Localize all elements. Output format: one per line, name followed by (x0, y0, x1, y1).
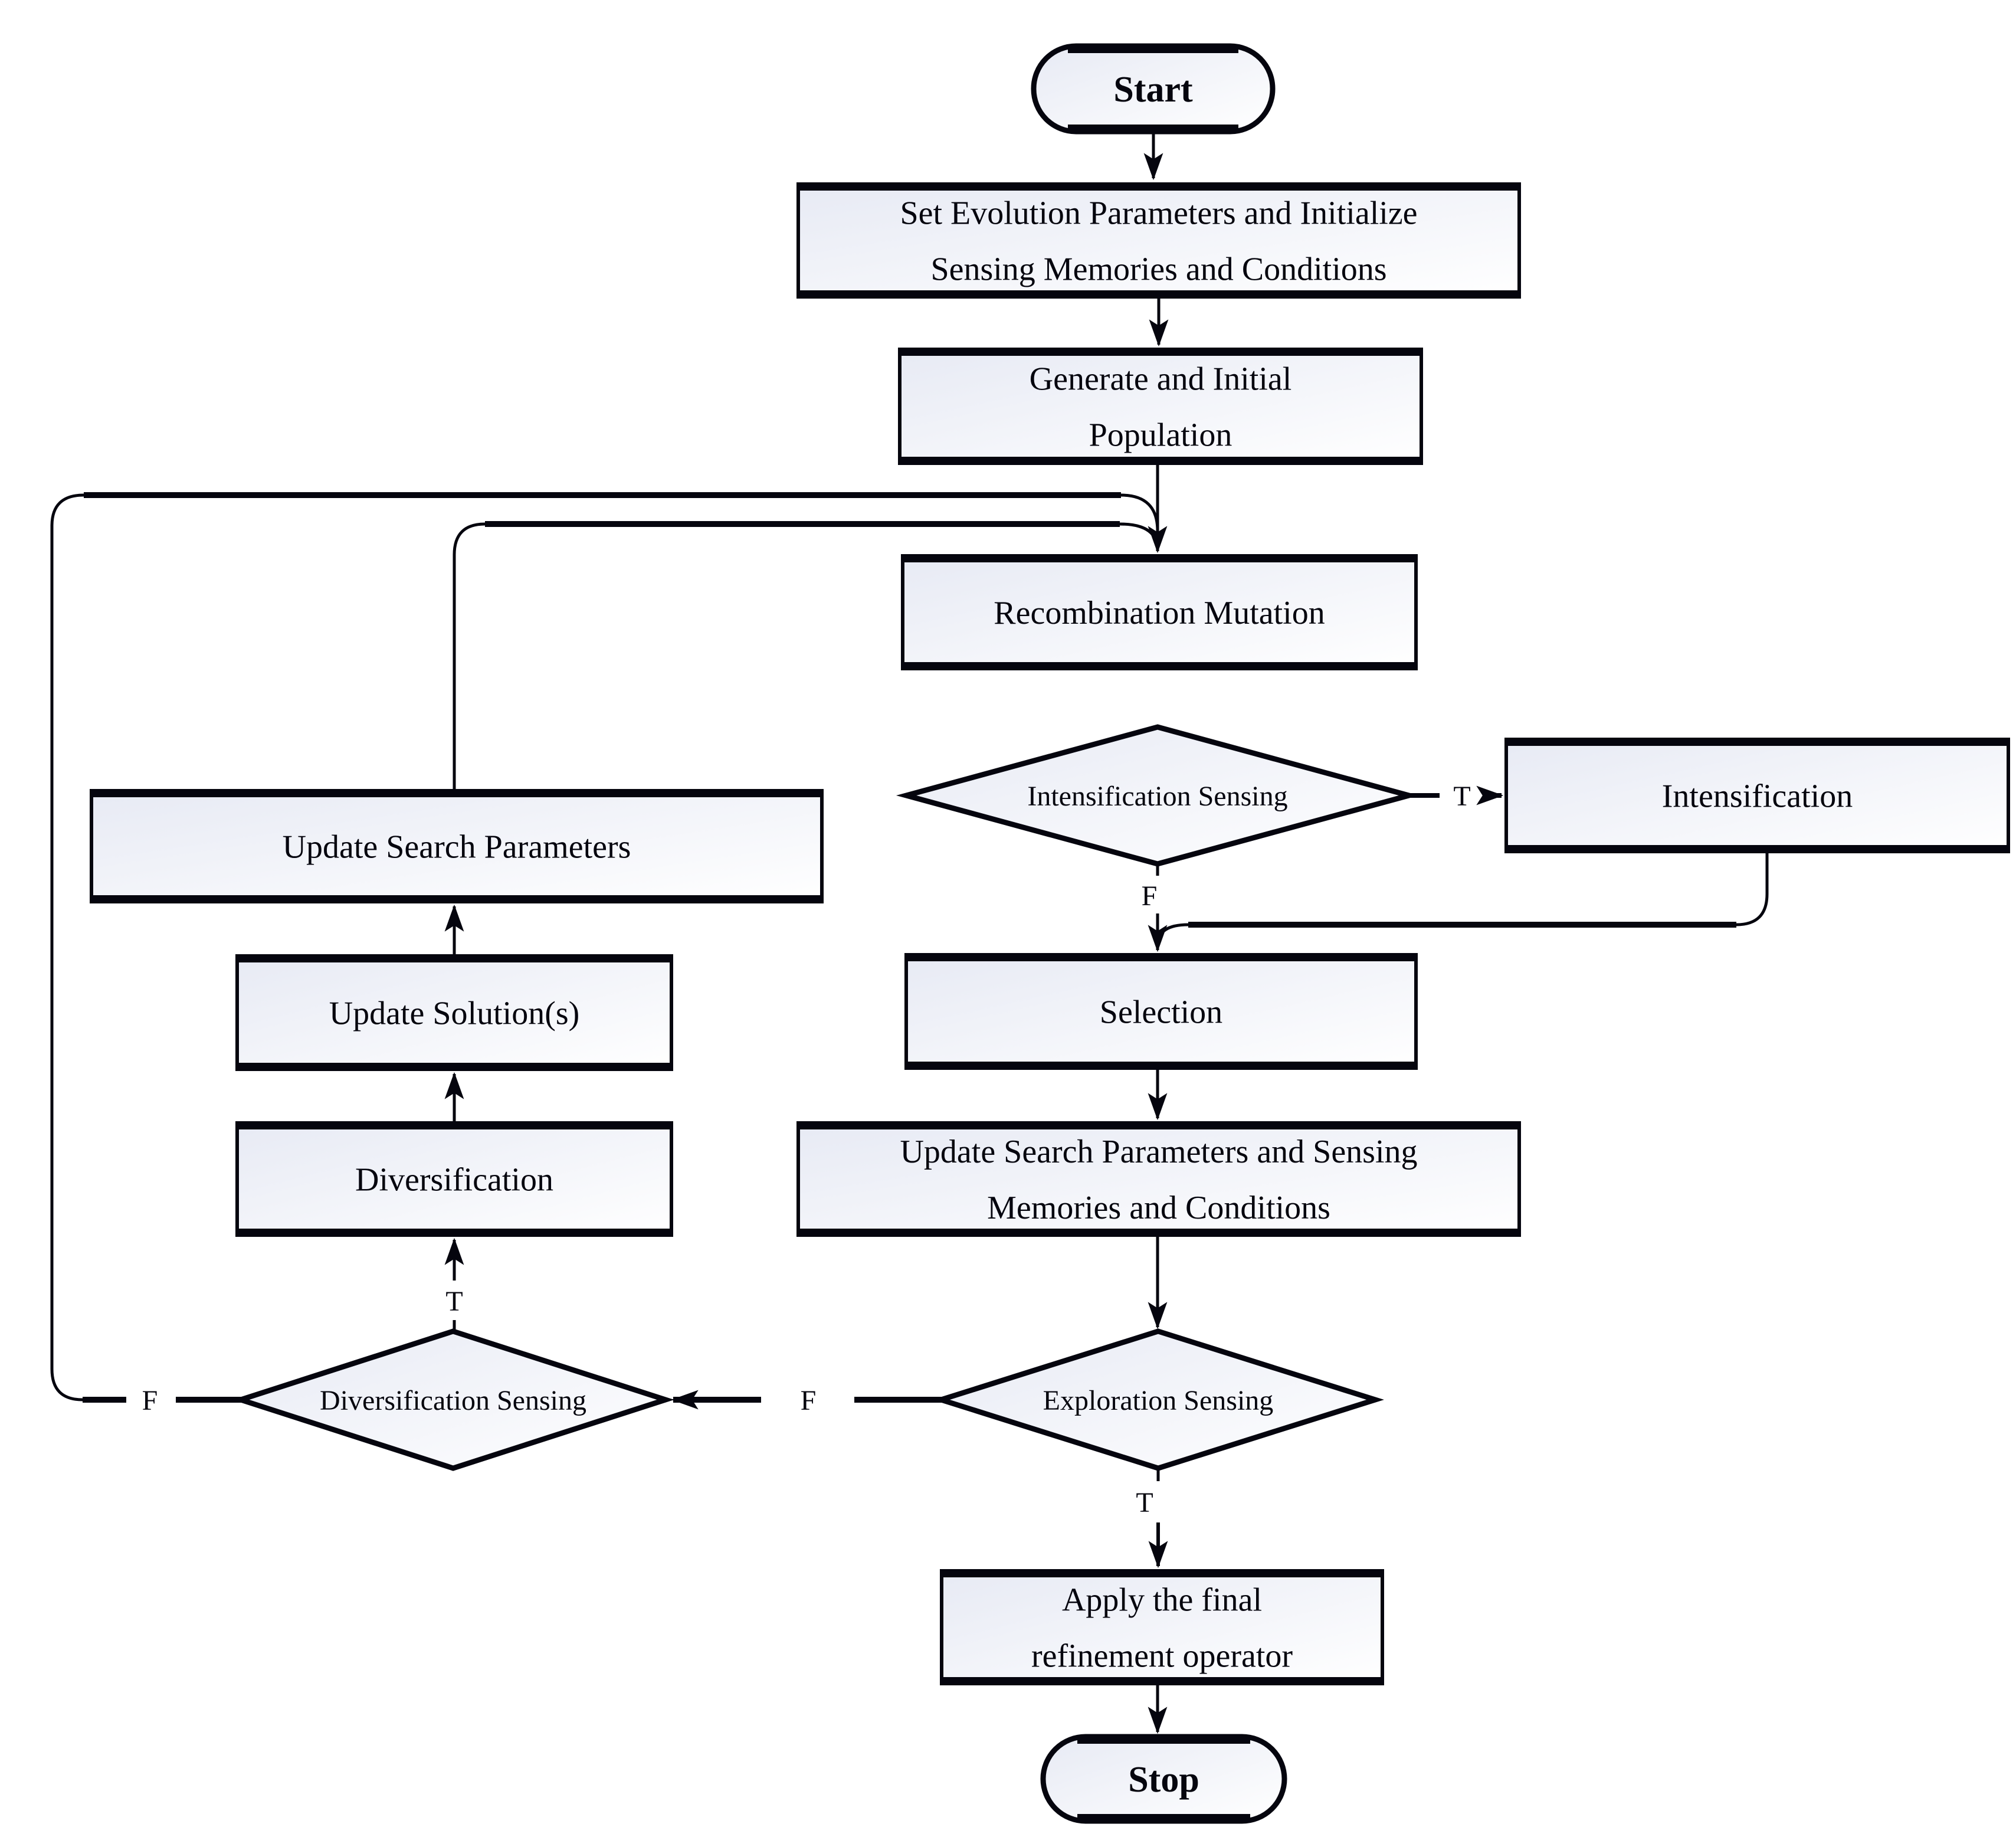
node-intensification-shape (1504, 738, 2010, 853)
node-intensification: Intensification (1504, 738, 2010, 853)
label-intensification-false: F (1142, 880, 1158, 912)
edge-innerloop-up (453, 522, 486, 791)
node-exploration-sensing-decision-shape (932, 1328, 1384, 1471)
node-generate-initial-population-label: Generate and Initial (1030, 361, 1292, 398)
node-recombination-mutation: Recombination Mutation (901, 554, 1418, 670)
node-intensification-label: Intensification (1662, 778, 1853, 815)
node-diversification-sensing-decision: Diversification Sensing (232, 1328, 674, 1471)
node-update-solutions: Update Solution(s) (235, 954, 673, 1071)
node-update-solutions-label: Update Solution(s) (329, 996, 580, 1032)
node-apply-final-refinement-label: refinement operator (1031, 1638, 1293, 1675)
node-set-evolution-parameters-label: Set Evolution Parameters and Initialize (900, 195, 1417, 232)
node-update-search-parameters-sensing: Update Search Parameters and SensingMemo… (796, 1121, 1521, 1237)
node-set-evolution-parameters: Set Evolution Parameters and InitializeS… (796, 182, 1521, 299)
node-update-search-parameters-sensing-label: Update Search Parameters and Sensing (900, 1134, 1417, 1170)
edge-intens-return-merge (1156, 923, 1189, 946)
edge-intens-return-down (1736, 853, 1769, 926)
node-start-terminator-label: Start (1113, 70, 1193, 110)
label-intensification-true: T (1453, 781, 1470, 812)
node-set-evolution-parameters-shape (796, 182, 1521, 299)
node-intensification-sensing-decision-shape (896, 724, 1420, 867)
node-selection-label: Selection (1100, 994, 1222, 1031)
node-diversification-sensing-decision-label: Diversification Sensing (320, 1385, 586, 1416)
node-intensification-sensing-decision: Intensification Sensing (896, 724, 1420, 867)
node-update-search-parameters-sensing-label: Memories and Conditions (987, 1190, 1330, 1226)
node-recombination-mutation-label: Recombination Mutation (994, 595, 1325, 631)
node-selection-shape (904, 953, 1418, 1070)
node-apply-final-refinement-shape (940, 1569, 1384, 1685)
label-exploration-false: F (801, 1385, 817, 1416)
edge-innerloop-merge (1119, 522, 1159, 551)
node-stop-terminator: Stop (1040, 1734, 1287, 1824)
node-stop-terminator-label: Stop (1128, 1760, 1199, 1800)
node-apply-final-refinement-label: Apply the final (1062, 1582, 1262, 1619)
label-diversification-true: T (445, 1286, 463, 1317)
node-apply-final-refinement: Apply the final refinement operator (940, 1569, 1384, 1685)
node-start-terminator: Start (1031, 43, 1276, 135)
node-set-evolution-parameters-label: Sensing Memories and Conditions (930, 251, 1386, 288)
node-diversification: Diversification (235, 1121, 673, 1237)
node-update-solutions-shape (235, 954, 673, 1071)
node-update-search-parameters-label: Update Search Parameters (283, 829, 631, 866)
node-update-search-parameters: Update Search Parameters (90, 789, 824, 903)
node-selection: Selection (904, 953, 1418, 1070)
label-diversification-false: F (142, 1385, 158, 1416)
edge-outerloop-vertical (50, 493, 84, 1402)
node-update-search-parameters-shape (90, 789, 824, 903)
label-exploration-true: T (1136, 1487, 1153, 1518)
node-intensification-sensing-decision-label: Intensification Sensing (1027, 781, 1287, 812)
node-generate-initial-population-label: Population (1089, 417, 1232, 454)
node-diversification-sensing-decision-shape (232, 1328, 674, 1471)
node-exploration-sensing-decision-label: Exploration Sensing (1043, 1385, 1274, 1416)
node-diversification-label: Diversification (355, 1162, 553, 1199)
node-update-search-parameters-sensing-shape (796, 1121, 1521, 1237)
edge-outerloop-merge (1120, 493, 1159, 532)
node-generate-initial-population-shape (898, 348, 1423, 465)
node-exploration-sensing-decision: Exploration Sensing (932, 1328, 1384, 1471)
